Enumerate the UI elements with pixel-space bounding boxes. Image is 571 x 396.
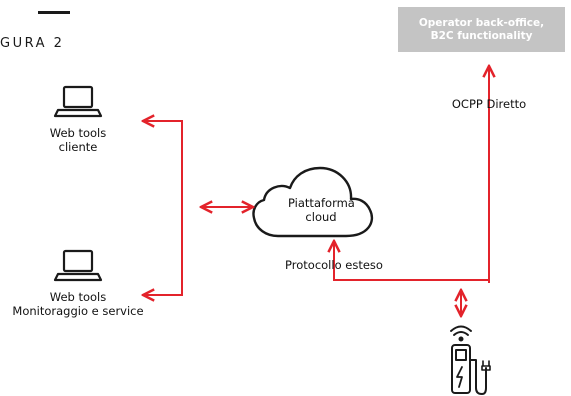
cloud-label-line1: Piattaforma — [288, 196, 355, 210]
operator-back-office-box: Operator back-office, B2C functionality — [398, 7, 565, 52]
caption-rule — [38, 11, 70, 14]
cloud-icon — [252, 166, 374, 238]
web-tools-cliente-line2: cliente — [58, 140, 98, 154]
ocpp-diretto-label: OCPP Diretto — [451, 97, 527, 111]
operator-label-line1: Operator back-office, — [418, 16, 545, 29]
cloud-label: Piattaforma cloud — [288, 196, 355, 224]
cloud-label-line2: cloud — [305, 210, 337, 224]
figure-caption: GURA 2 — [0, 36, 65, 51]
laptop-icon — [53, 249, 103, 282]
bracket-connector — [142, 120, 183, 296]
web-tools-cliente-line1: Web tools — [49, 126, 107, 140]
operator-label-line2: B2C functionality — [430, 29, 533, 42]
web-tools-monitoraggio-line1: Web tools — [49, 290, 107, 304]
protocollo-esteso-label: Protocollo esteso — [285, 258, 383, 272]
web-tools-monitoraggio-line2: Monitoraggio e service — [12, 304, 144, 318]
ev-charger-icon — [450, 325, 491, 395]
web-tools-monitoraggio-label: Web tools Monitoraggio e service — [4, 290, 152, 318]
wifi-icon — [450, 325, 472, 332]
web-tools-cliente-label: Web tools cliente — [44, 126, 112, 154]
laptop-icon — [53, 85, 103, 118]
